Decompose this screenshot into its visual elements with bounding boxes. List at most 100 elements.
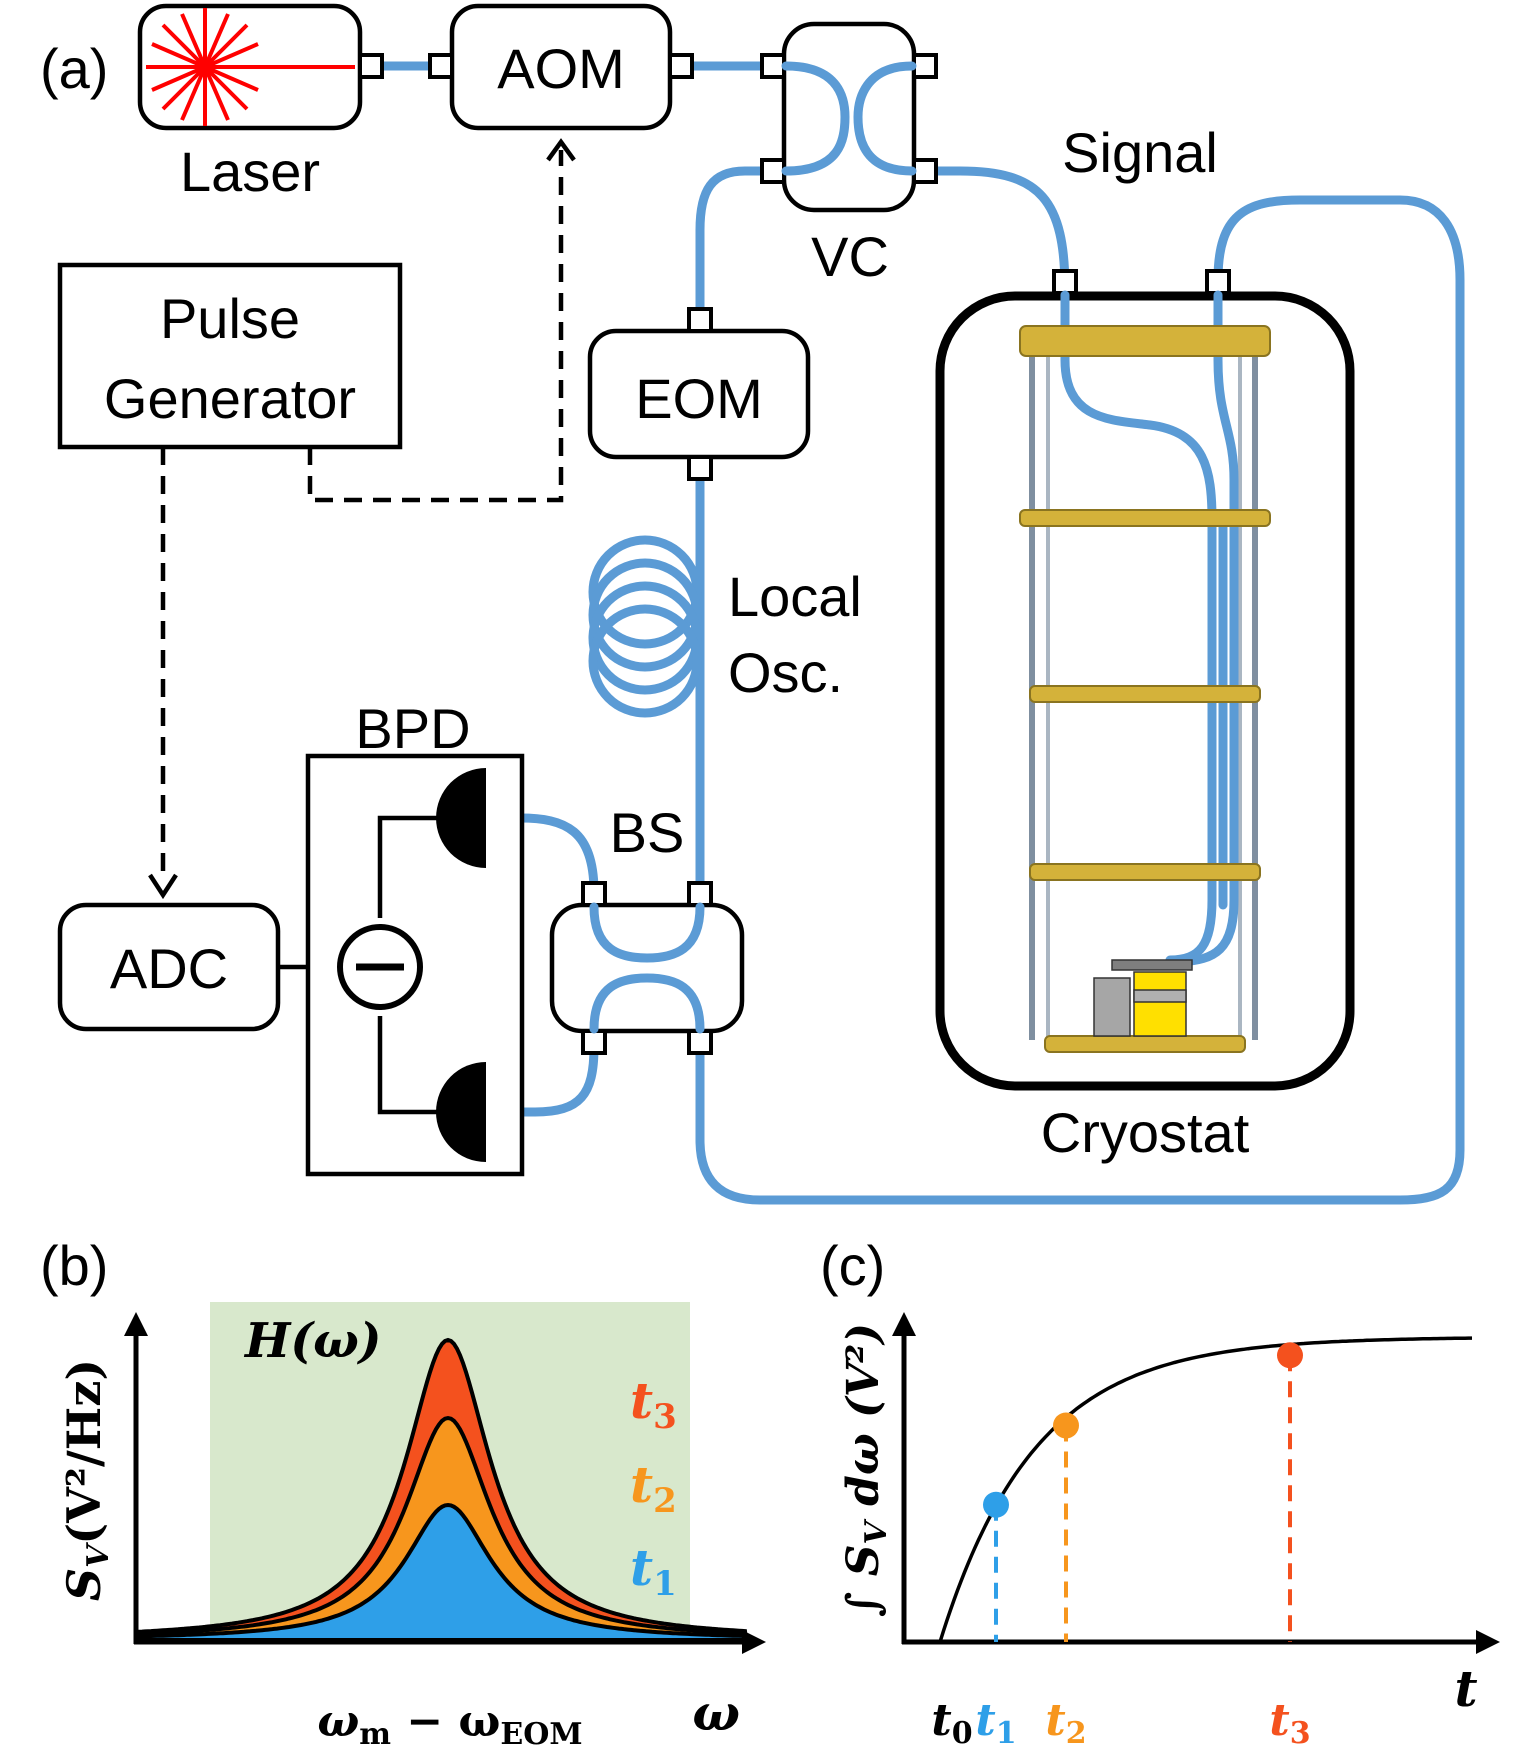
tick-label-t1: t1: [975, 1695, 1016, 1750]
panel-c-y-label: ∫ SV dω (V²): [838, 1323, 894, 1617]
laser-star-icon: [146, 8, 355, 126]
point-t1: [983, 1491, 1009, 1518]
panel-b-x-label: ωm − ωEOM: [317, 1696, 582, 1750]
bs-label: BS: [610, 801, 685, 864]
eom-port-bottom: [687, 455, 713, 481]
local-osc-label-1: Local: [728, 565, 862, 628]
pulse-generator: Pulse Generator: [57, 262, 403, 450]
local-osc-label-2: Osc.: [728, 641, 843, 704]
vc-port-2: [912, 53, 938, 79]
vc-port-1: [760, 53, 786, 79]
cryostat-label: Cryostat: [1041, 1101, 1250, 1164]
trigger-to-aom: [307, 150, 564, 503]
cryostat-stages: [1019, 325, 1271, 1053]
spectrum-t1: [134, 1502, 749, 1642]
aom-port-in: [428, 53, 454, 79]
pulse-generator-label-1: Pulse: [160, 287, 300, 350]
stage-1: [1019, 325, 1271, 357]
saturation-curve: [938, 1336, 1472, 1643]
spectra: [134, 1337, 749, 1642]
bpd-wire-bottom: [377, 1016, 437, 1115]
cryostat-port-right: [1205, 269, 1231, 295]
vc-port-3: [760, 158, 786, 184]
point-t2: [1053, 1412, 1079, 1439]
sample-stack: [1093, 959, 1193, 1037]
trigger-adc-arrowhead: [148, 873, 178, 900]
bs-port-3: [581, 1029, 607, 1055]
signal-label: Signal: [1062, 121, 1218, 184]
bs-box: [549, 902, 745, 1034]
panel-a: (a): [40, 3, 1465, 1205]
cryostat-fiber-2: [1175, 290, 1239, 967]
trigger-aom-arrowhead: [546, 138, 576, 162]
fiber-network: [367, 61, 1465, 1205]
panel-a-label: (a): [40, 37, 108, 100]
sample-points: t1 t2 t3: [975, 1342, 1311, 1750]
adc-label: ADC: [110, 937, 228, 1000]
pulse-generator-box: [57, 262, 403, 450]
stage-5: [1044, 1035, 1246, 1053]
fiber-signal-return: [695, 195, 1465, 1205]
adc: ADC: [57, 902, 281, 1032]
t0-label: t0: [931, 1695, 972, 1750]
panel-c-label: (c): [820, 1234, 885, 1297]
aom-label: AOM: [497, 37, 625, 100]
series-label-t3: t3: [630, 1371, 677, 1437]
stage-4: [1029, 863, 1261, 881]
aom-port-out: [668, 53, 694, 79]
panel-c: (c) t1 t2 t3 t0 t ∫ SV dω (V²): [820, 1234, 1500, 1750]
cryostat-fibers: [1060, 290, 1239, 967]
tick-label-t2: t2: [1045, 1695, 1086, 1750]
tick-label-t3: t3: [1269, 1695, 1310, 1750]
photodetector-bottom-icon: [436, 1062, 486, 1162]
laser: Laser: [137, 3, 384, 203]
bpd: BPD: [278, 697, 525, 1177]
panel-b-label: (b): [40, 1234, 108, 1297]
vc-label: VC: [811, 225, 889, 288]
bs-fiber-bottom: [589, 973, 705, 1034]
eom-port-top: [687, 307, 713, 333]
fiber-bs-det2: [483, 1042, 599, 1117]
adc-box: [57, 902, 281, 1032]
bpd-label: BPD: [355, 697, 470, 760]
fiber-signal-in: [925, 166, 1070, 295]
fiber-coil: [588, 535, 702, 718]
stage-2: [1019, 509, 1271, 527]
pulse-generator-label-2: Generator: [104, 367, 356, 430]
bs: BS: [549, 801, 745, 1055]
cryostat-fiber-1: [1060, 290, 1217, 965]
laser-label: Laser: [180, 140, 320, 203]
bpd-wire-top: [377, 815, 437, 918]
panel-c-axes: [892, 1312, 1500, 1654]
photodetector-top-icon: [436, 768, 486, 868]
fiber-vc-eom: [695, 166, 775, 318]
panel-c-y-arrow: [892, 1312, 916, 1336]
trigger-lines: [148, 138, 576, 900]
panel-b-y-arrow: [124, 1312, 148, 1336]
eom: EOM: [587, 307, 811, 481]
panel-c-x-arrow: [1476, 1630, 1500, 1654]
stage-3: [1029, 685, 1261, 703]
eom-label: EOM: [635, 367, 763, 430]
vc-fiber-right: [853, 61, 917, 176]
cryostat: Cryostat: [935, 269, 1355, 1164]
bs-fiber-top: [589, 902, 705, 963]
cryostat-port-left: [1052, 269, 1078, 295]
series-label-t1: t1: [630, 1538, 677, 1604]
aom: AOM: [428, 3, 694, 131]
bs-port-4: [687, 1029, 713, 1055]
vc-fiber-left: [781, 61, 850, 176]
panel-b-x-arrow: [742, 1630, 766, 1654]
fiber-bs-det1: [483, 813, 599, 897]
vc-port-4: [912, 158, 938, 184]
panel-c-x-end-label: t: [1454, 1659, 1477, 1718]
panel-b-y-label: SV(V²/Hz): [57, 1359, 116, 1601]
laser-port: [358, 53, 384, 79]
vc: VC: [760, 21, 938, 288]
bs-port-2: [687, 881, 713, 907]
bs-port-1: [581, 881, 607, 907]
panel-b-axes: [124, 1312, 766, 1654]
